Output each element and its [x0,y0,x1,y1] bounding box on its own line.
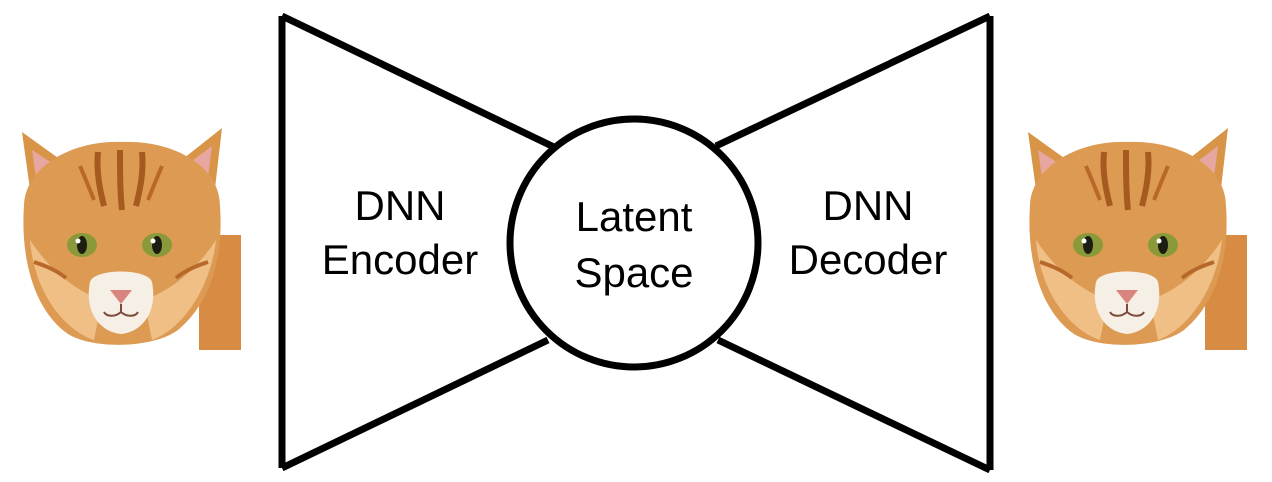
decoder-label-line2: Decoder [789,236,948,283]
output-cat-image [1028,128,1247,350]
encoder-label-line2: Encoder [322,236,478,283]
decoder-top-edge [714,12,992,150]
latent-space-circle [506,115,762,371]
encoder-top-edge [280,12,558,152]
decoder-bottom-edge [716,336,992,474]
decoder-trapezoid [714,12,994,474]
latent-label-line1: Latent [576,193,693,240]
input-cat-image [22,128,241,350]
encoder-label-line1: DNN [355,182,446,229]
encoder-bottom-edge [280,336,550,472]
encoder-trapezoid [278,12,558,472]
decoder-label-line1: DNN [823,182,914,229]
latent-label-line2: Space [574,249,693,296]
